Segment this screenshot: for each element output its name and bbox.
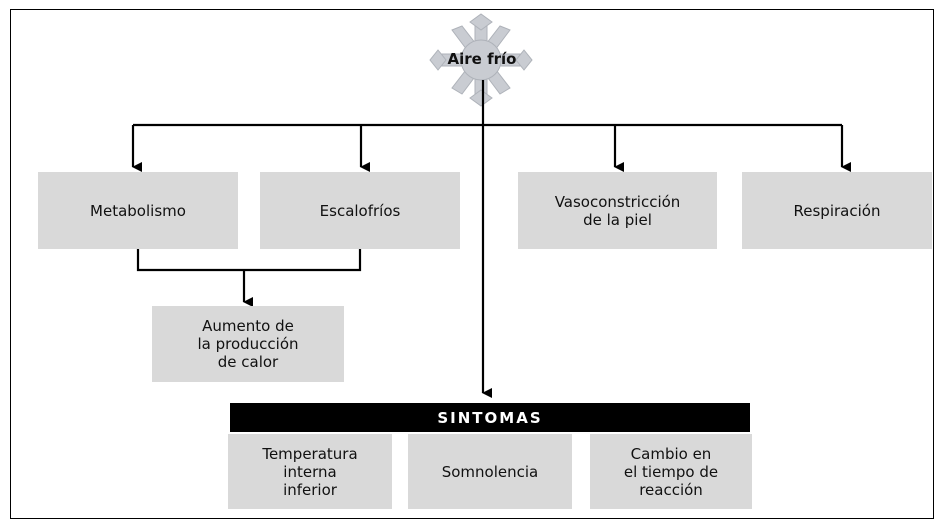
- effect-box-metabolismo: Metabolismo: [38, 172, 238, 249]
- snowflake-icon: [429, 13, 533, 107]
- symptom-box-temperatura: Temperatura interna inferior: [228, 434, 392, 509]
- heat-production-box: Aumento de la producción de calor: [152, 306, 344, 382]
- root-node-label: Aire frío: [447, 50, 517, 68]
- diagram-frame: [10, 9, 934, 519]
- symptom-box-tiempo-reaccion: Cambio en el tiempo de reacción: [590, 434, 752, 509]
- symptoms-header: SINTOMAS: [230, 403, 750, 432]
- symptom-box-somnolencia: Somnolencia: [408, 434, 572, 509]
- effect-box-vasoconstriccion: Vasoconstricción de la piel: [518, 172, 717, 249]
- effect-box-respiracion: Respiración: [742, 172, 932, 249]
- merge-connector: [136, 248, 362, 272]
- effect-box-escalofrios: Escalofríos: [260, 172, 460, 249]
